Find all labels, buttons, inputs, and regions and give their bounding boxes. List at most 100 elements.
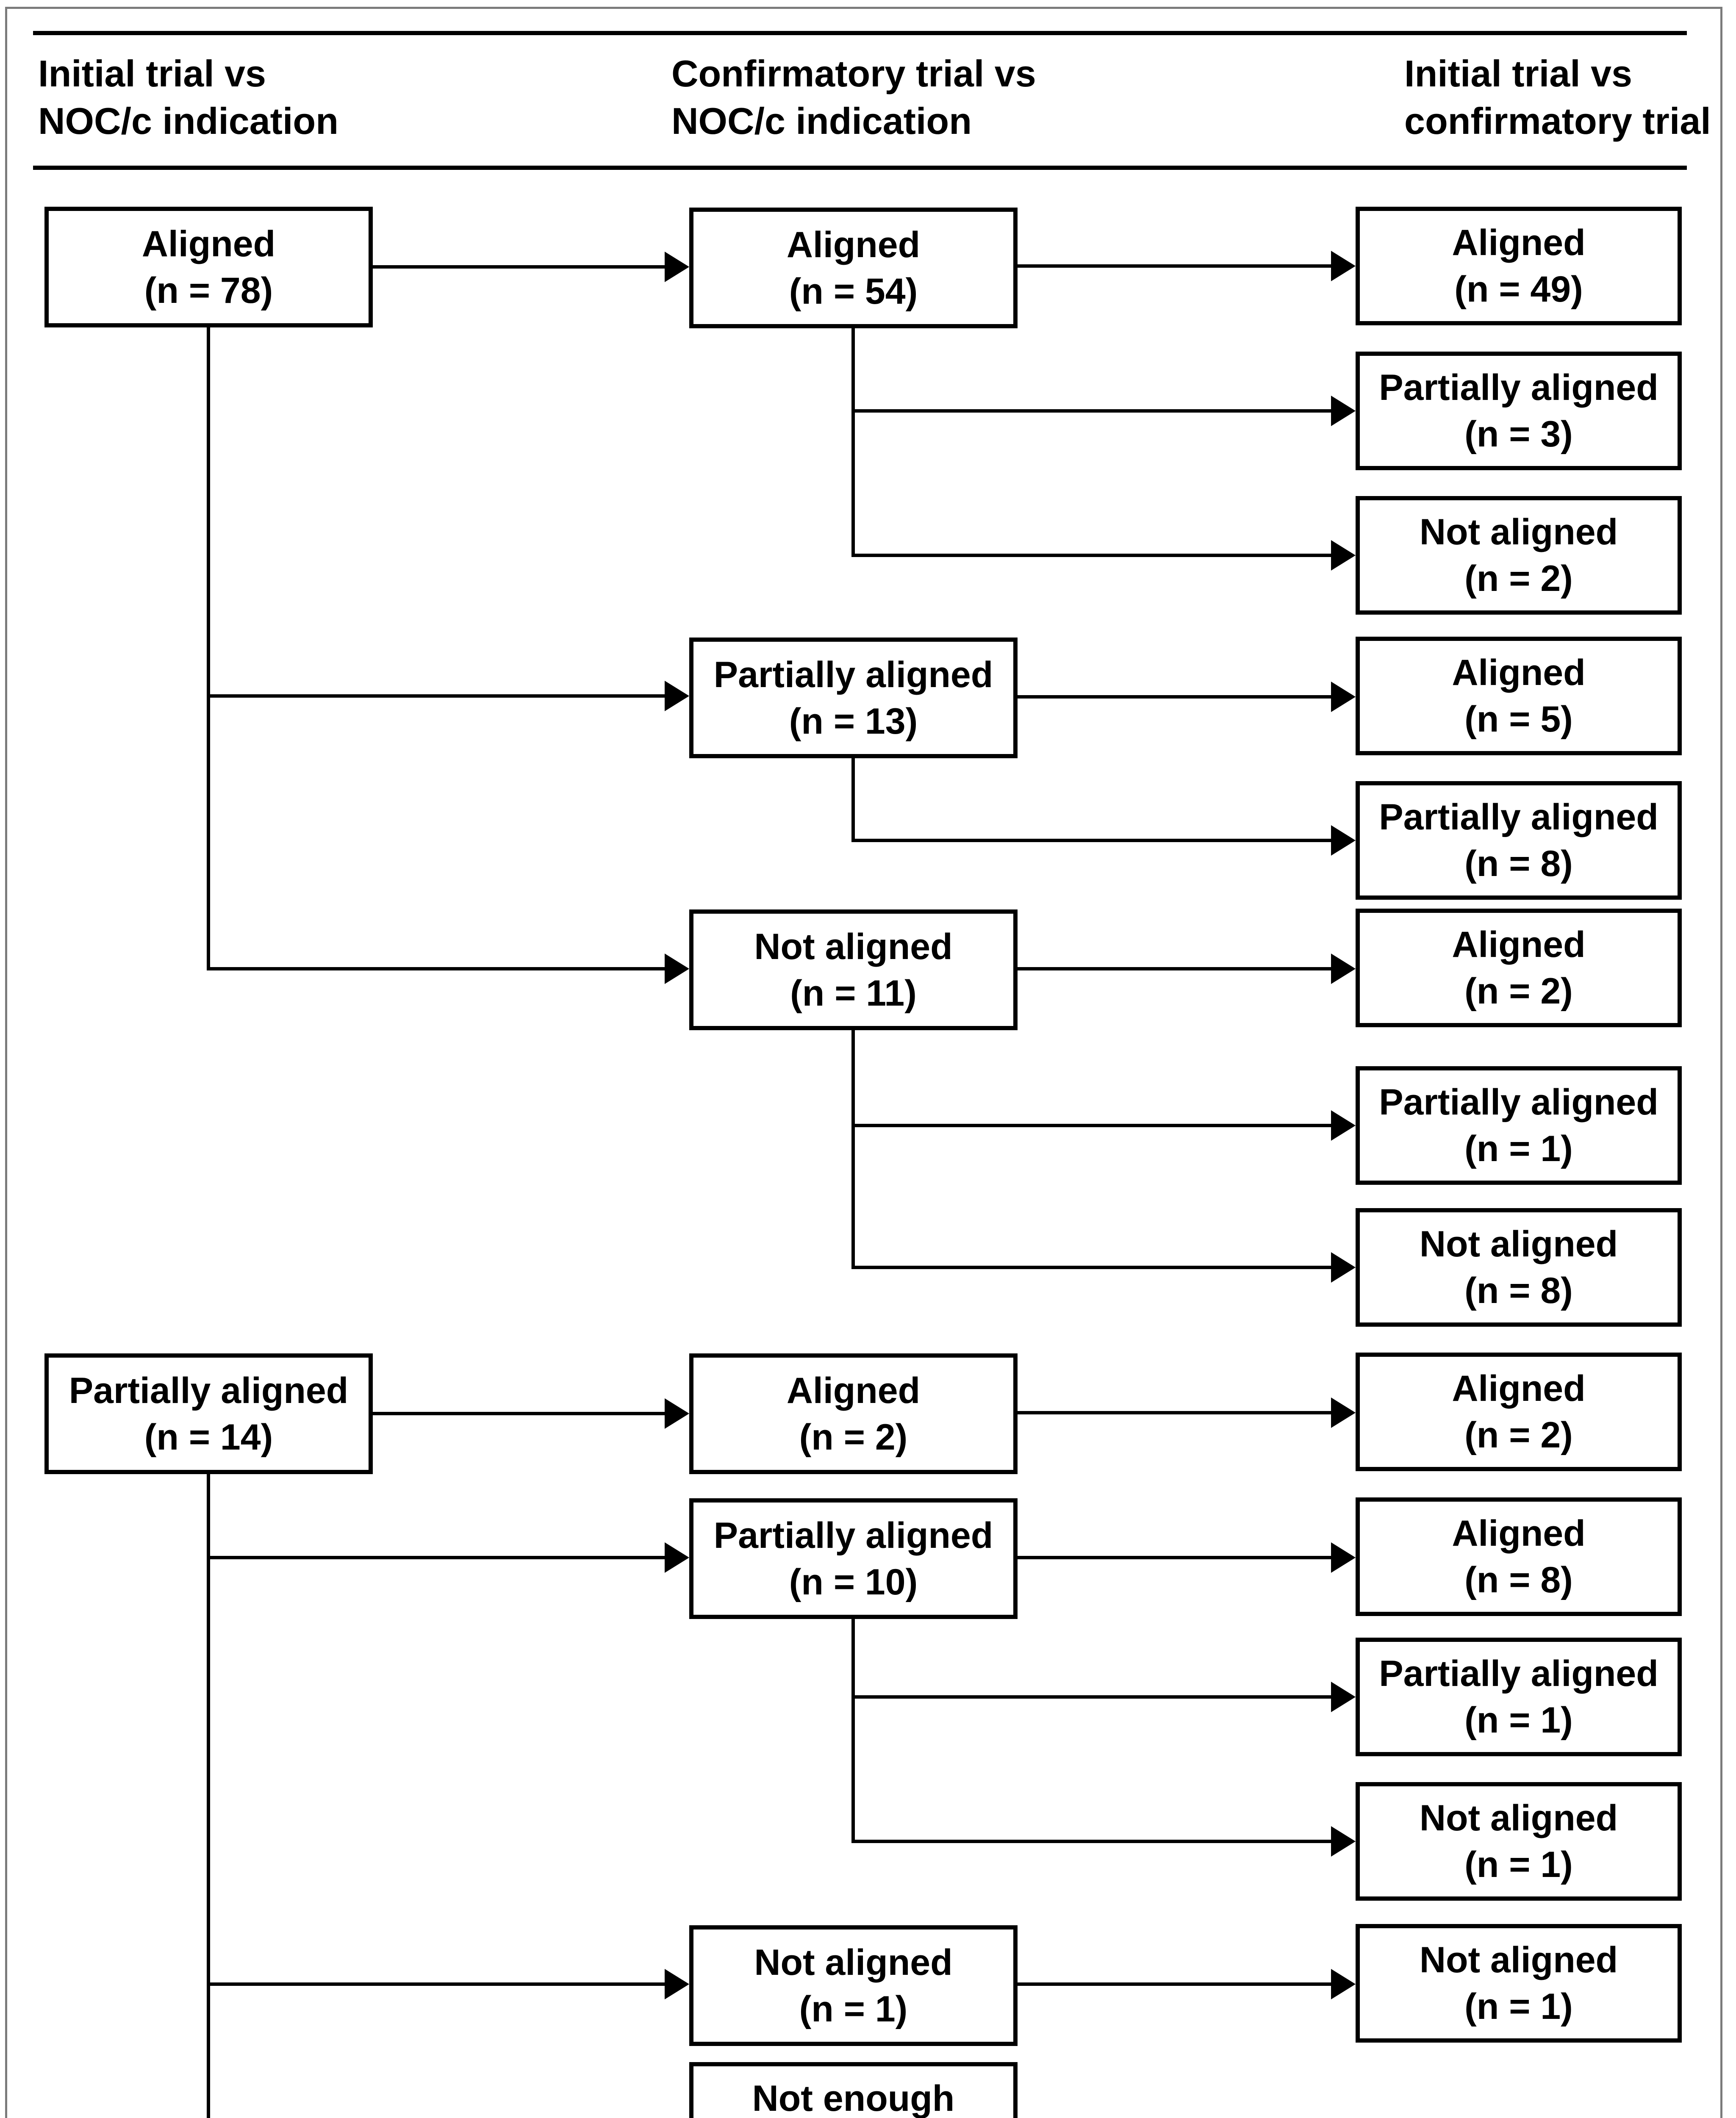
- edge-c1r2-c2r5-line: [207, 1556, 668, 1559]
- box-label-line: (n = 13): [789, 701, 918, 742]
- box-label-line: Aligned: [1452, 1368, 1586, 1409]
- box-label-line: (n = 1): [1464, 1986, 1573, 2027]
- arrowhead-icon: [1331, 540, 1356, 571]
- arrowhead-icon: [1331, 1397, 1356, 1428]
- flow-box-c2r4-aligned-2: Aligned (n = 2): [689, 1353, 1018, 1474]
- box-label-line: Partially aligned: [69, 1370, 349, 1411]
- box-label-line: Aligned: [786, 224, 921, 265]
- flow-box-c2r7-not-enough-information-1: Not enough information (n = 1): [689, 2062, 1018, 2118]
- flow-box-c1r2-partially-aligned-14: Partially aligned (n = 14): [44, 1353, 373, 1474]
- edge-c2r4-c3r9-line: [1018, 1411, 1334, 1414]
- box-label-line: Partially aligned: [713, 1515, 993, 1556]
- header-line: NOC/c indication: [38, 100, 338, 142]
- box-label-line: (n = 1): [1464, 1128, 1573, 1169]
- column-header-confirmatory-vs-noc: Confirmatory trial vs NOC/c indication: [671, 50, 1036, 145]
- box-label-line: Not aligned: [1419, 512, 1618, 552]
- box-label-line: Not aligned: [1419, 1224, 1618, 1264]
- edge-c2r5-c3r11-line: [851, 1695, 1334, 1699]
- column-header-initial-vs-confirmatory: Initial trial vs confirmatory trial: [1404, 50, 1711, 145]
- header-bottom-rule: [33, 166, 1687, 170]
- flow-box-c3r6-aligned-2: Aligned (n = 2): [1356, 909, 1682, 1027]
- box-label-line: (n = 2): [1464, 971, 1573, 1012]
- flow-box-c3r5-partially-aligned-8: Partially aligned (n = 8): [1356, 781, 1682, 900]
- box-label-line: (n = 2): [799, 1417, 908, 1458]
- edge-c2r5-c3r12-line: [851, 1840, 1334, 1843]
- edge-c2r5-c3r10-line: [1018, 1556, 1334, 1559]
- flow-box-c3r4-aligned-5: Aligned (n = 5): [1356, 637, 1682, 755]
- arrowhead-icon: [665, 681, 689, 711]
- flow-box-c3r1-aligned-49: Aligned (n = 49): [1356, 207, 1682, 325]
- header-line: confirmatory trial: [1404, 100, 1711, 142]
- box-label-line: (n = 3): [1464, 414, 1573, 455]
- box-label-line: Not aligned: [1419, 1798, 1618, 1838]
- edge-c2r3-c3r7-line: [851, 1124, 1334, 1127]
- box-label-line: Partially aligned: [1379, 797, 1658, 837]
- flow-box-c2r6-not-aligned-1: Not aligned (n = 1): [689, 1925, 1018, 2046]
- box-label-line: (n = 1): [1464, 1700, 1573, 1741]
- box-label-line: Not enough: [752, 2078, 955, 2118]
- header-line: Initial trial vs: [1404, 53, 1632, 94]
- box-label-line: Partially aligned: [1379, 1653, 1658, 1694]
- stem-c2r5: [851, 1619, 855, 1843]
- arrowhead-icon: [1331, 251, 1356, 281]
- arrowhead-icon: [665, 1398, 689, 1429]
- flow-box-c3r3-not-aligned-2: Not aligned (n = 2): [1356, 496, 1682, 615]
- arrowhead-icon: [1331, 1542, 1356, 1573]
- stem-c2r3: [851, 1030, 855, 1269]
- stem-c1r2: [207, 1474, 210, 2118]
- arrowhead-icon: [1331, 1252, 1356, 1283]
- box-label-line: Aligned: [1452, 222, 1586, 263]
- top-rule: [33, 31, 1687, 35]
- box-label-line: Not aligned: [754, 926, 953, 967]
- header-line: Initial trial vs: [38, 53, 266, 94]
- arrowhead-icon: [665, 1542, 689, 1573]
- header-line: Confirmatory trial vs: [671, 53, 1036, 94]
- edge-c1r2-c2r6-line: [207, 1982, 668, 1986]
- box-label-line: Not aligned: [754, 1942, 953, 1983]
- flow-box-c3r7-partially-aligned-1: Partially aligned (n = 1): [1356, 1066, 1682, 1185]
- flow-box-c3r8-not-aligned-8: Not aligned (n = 8): [1356, 1208, 1682, 1327]
- arrowhead-icon: [1331, 1969, 1356, 1999]
- stem-c2r1: [851, 328, 855, 557]
- flow-box-c2r1-aligned-54: Aligned (n = 54): [689, 208, 1018, 328]
- box-label-line: (n = 8): [1464, 843, 1573, 884]
- box-label-line: (n = 2): [1464, 558, 1573, 599]
- edge-c1r1-c2r1-line: [373, 265, 668, 269]
- arrowhead-icon: [1331, 825, 1356, 856]
- flow-box-c3r2-partially-aligned-3: Partially aligned (n = 3): [1356, 352, 1682, 470]
- figure-border: [5, 7, 1722, 2118]
- arrowhead-icon: [1331, 954, 1356, 984]
- box-label-line: (n = 49): [1454, 269, 1583, 310]
- box-label-line: (n = 5): [1464, 699, 1573, 740]
- edge-c2r1-c3r3-line: [851, 554, 1334, 557]
- arrowhead-icon: [665, 954, 689, 984]
- box-label-line: (n = 8): [1464, 1270, 1573, 1311]
- arrowhead-icon: [665, 1969, 689, 1999]
- edge-c2r2-c3r5-line: [851, 839, 1334, 842]
- box-label-line: Partially aligned: [1379, 1082, 1658, 1123]
- arrowhead-icon: [1331, 1682, 1356, 1712]
- box-label-line: (n = 2): [1464, 1415, 1573, 1455]
- arrowhead-icon: [1331, 682, 1356, 712]
- box-label-line: Partially aligned: [1379, 367, 1658, 408]
- arrowhead-icon: [1331, 1110, 1356, 1141]
- flow-box-c2r3-not-aligned-11: Not aligned (n = 11): [689, 909, 1018, 1030]
- edge-c2r3-c3r6-line: [1018, 967, 1334, 970]
- box-label-line: Aligned: [141, 223, 276, 264]
- arrowhead-icon: [1331, 396, 1356, 426]
- edge-c2r1-c3r2-line: [851, 409, 1334, 413]
- edge-c2r2-c3r4-line: [1018, 695, 1334, 699]
- flow-box-c2r2-partially-aligned-13: Partially aligned (n = 13): [689, 638, 1018, 758]
- box-label-line: (n = 11): [790, 973, 917, 1014]
- box-label-line: (n = 1): [1464, 1844, 1573, 1885]
- box-label-line: (n = 14): [144, 1417, 273, 1458]
- arrowhead-icon: [1331, 1826, 1356, 1857]
- box-label-line: Aligned: [1452, 924, 1586, 965]
- flow-box-c3r13-not-aligned-1: Not aligned (n = 1): [1356, 1924, 1682, 2043]
- flow-box-c3r11-partially-aligned-1: Partially aligned (n = 1): [1356, 1638, 1682, 1756]
- flow-box-c1r1-aligned-78: Aligned (n = 78): [44, 207, 373, 327]
- header-line: NOC/c indication: [671, 100, 972, 142]
- box-label-line: Aligned: [1452, 652, 1586, 693]
- edge-c1r2-c2r4-line: [373, 1412, 668, 1415]
